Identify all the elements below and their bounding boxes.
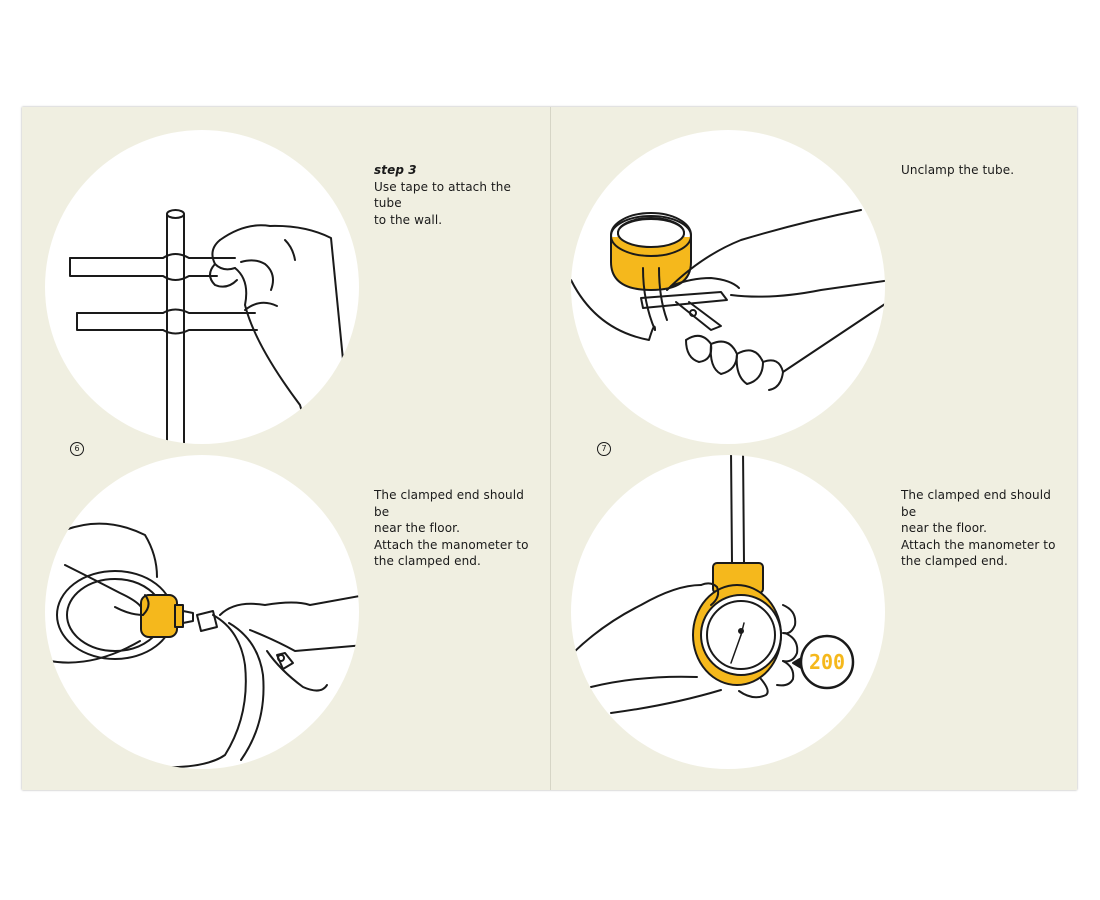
caption-line: Unclamp the tube. — [901, 162, 1066, 179]
caption-line: The clamped end should be — [374, 487, 539, 520]
caption-line: near the floor. — [901, 520, 1066, 537]
page-number-left: 6 — [70, 442, 84, 456]
caption-line: the clamped end. — [374, 553, 539, 570]
illustration-tape-tube — [45, 130, 359, 444]
caption-line: The clamped end should be — [901, 487, 1066, 520]
attach-caption-right: The clamped end should be near the floor… — [901, 487, 1066, 570]
booklet-spread: step 3 Use tape to attach the tube to th… — [22, 107, 1077, 790]
caption-line: the clamped end. — [901, 553, 1066, 570]
unclamp-tube-drawing — [571, 130, 885, 444]
caption-line: Attach the manometer to — [374, 537, 539, 554]
step-label: step 3 — [374, 162, 539, 179]
tape-tube-drawing — [45, 130, 359, 444]
attach-manometer-drawing — [45, 455, 359, 769]
caption-line: to the wall. — [374, 212, 539, 229]
gauge-reading: 200 — [809, 650, 845, 674]
manometer-reading-drawing: 200 — [571, 455, 885, 769]
unclamp-caption: Unclamp the tube. — [901, 162, 1066, 179]
page-gutter — [550, 107, 551, 790]
illustration-manometer-reading: 200 — [571, 455, 885, 769]
caption-line: near the floor. — [374, 520, 539, 537]
illustration-attach-manometer — [45, 455, 359, 769]
step-3-caption: step 3 Use tape to attach the tube to th… — [374, 162, 539, 228]
caption-line: Attach the manometer to — [901, 537, 1066, 554]
caption-line: Use tape to attach the tube — [374, 179, 539, 212]
illustration-unclamp-tube — [571, 130, 885, 444]
page-number-right: 7 — [597, 442, 611, 456]
attach-caption-left: The clamped end should be near the floor… — [374, 487, 539, 570]
